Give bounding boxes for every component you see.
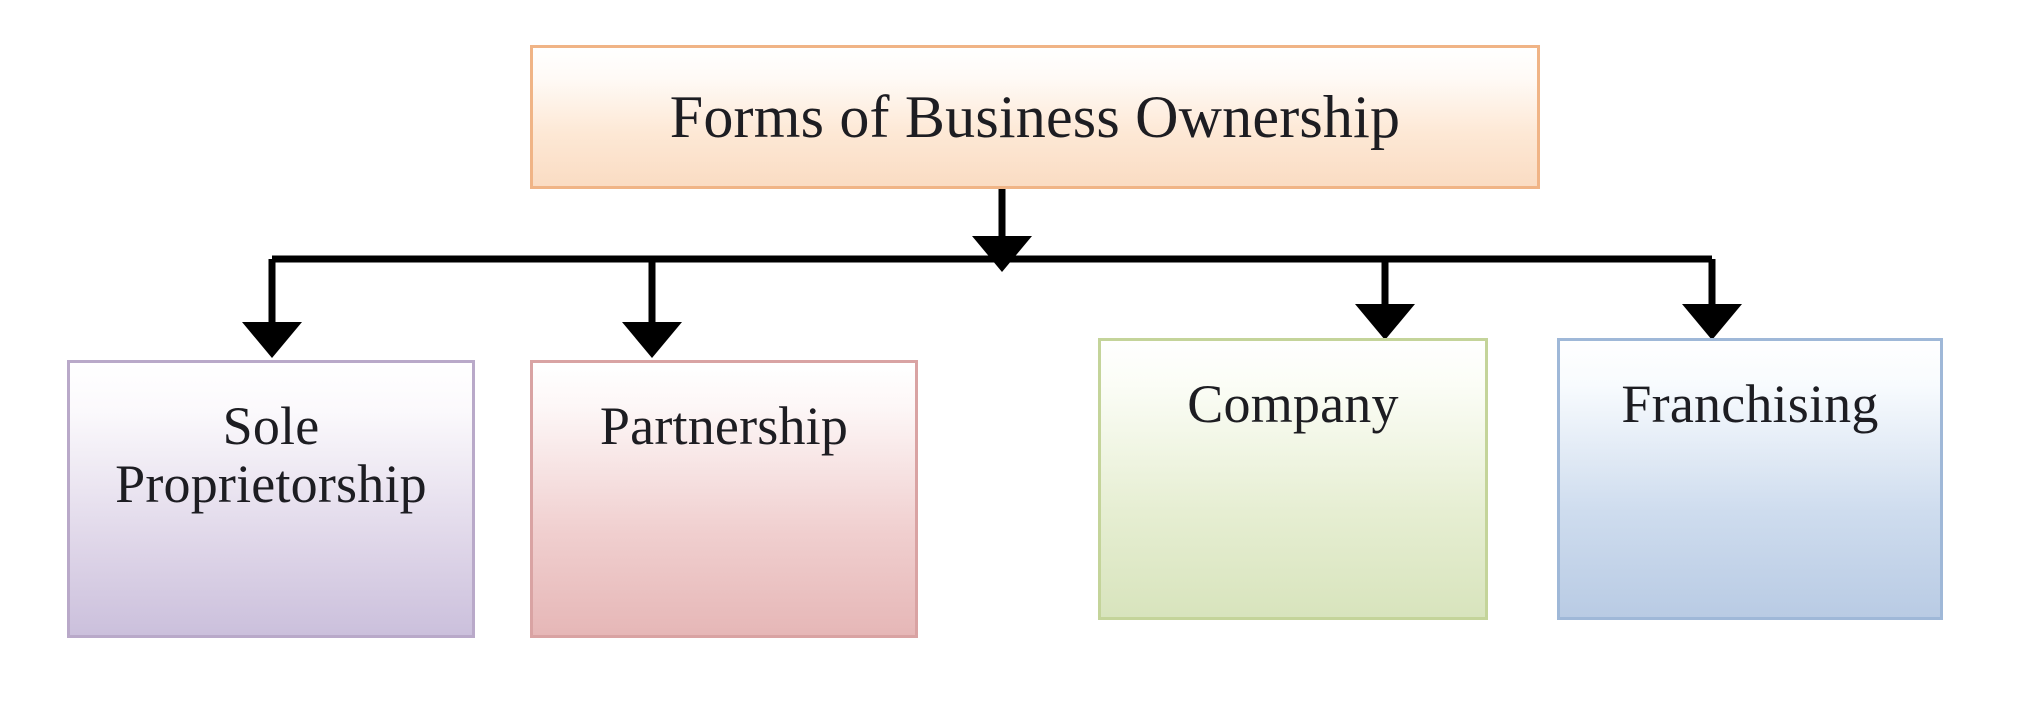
arrowhead-partnership <box>622 322 682 358</box>
node-company-label: Company <box>1187 374 1399 434</box>
node-sole-proprietorship[interactable]: Sole Proprietorship <box>67 360 480 643</box>
arrowhead-franchising <box>1682 304 1742 340</box>
node-franchising[interactable]: Franchising <box>1557 338 1948 625</box>
node-partnership[interactable]: Partnership <box>530 360 923 643</box>
node-franchising-label: Franchising <box>1621 374 1879 434</box>
arrowhead-sole <box>242 322 302 358</box>
arrowhead-company <box>1355 304 1415 340</box>
node-partnership-label: Partnership <box>599 396 849 456</box>
node-root-label: Forms of Business Ownership <box>669 83 1401 150</box>
arrowhead-root-trunk <box>972 236 1032 272</box>
node-company[interactable]: Company <box>1098 338 1493 625</box>
node-sole-proprietorship-label: Sole Proprietorship <box>115 396 427 515</box>
node-forms-of-business-ownership[interactable]: Forms of Business Ownership <box>530 45 1543 192</box>
